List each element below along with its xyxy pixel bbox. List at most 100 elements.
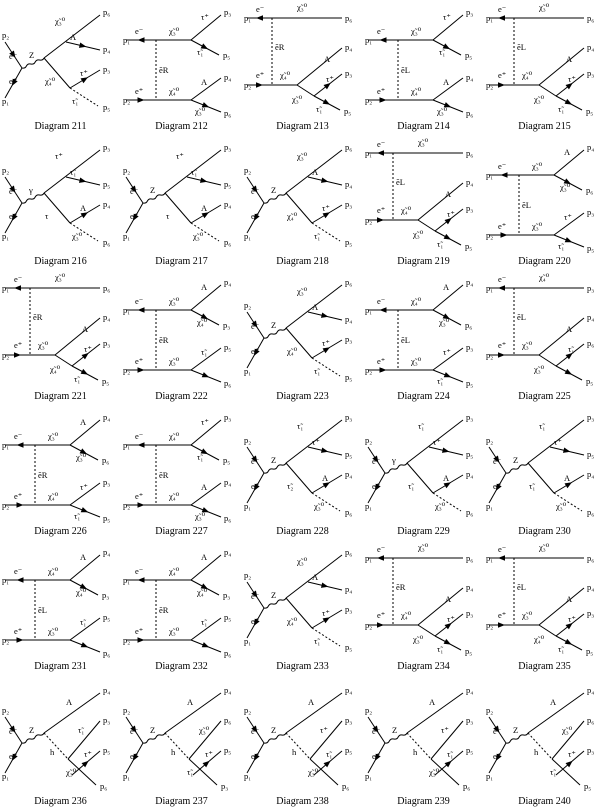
momentum-label: p₃: [587, 745, 594, 755]
momentum-label: p₆: [466, 507, 473, 517]
momentum-label: p₄: [345, 685, 352, 695]
arrow-head: [320, 312, 329, 318]
arrow-head: [565, 622, 573, 630]
internal-line: [417, 219, 436, 232]
momentum-label: p₂: [244, 570, 251, 580]
momentum-label: p₄: [345, 584, 352, 594]
arrow-head: [11, 753, 18, 762]
outgoing-line: [190, 347, 222, 371]
momentum-label: p₁: [365, 501, 372, 511]
momentum-label: p₆: [224, 108, 231, 118]
particle-label: A: [201, 552, 208, 562]
diagram-caption: Diagram 240: [518, 796, 571, 807]
particle-label: χ̃₃⁰: [168, 26, 180, 36]
arrow-head: [130, 185, 137, 193]
momentum-label: p₃: [221, 781, 228, 791]
particle-label: χ̃₃⁰: [192, 231, 204, 241]
outgoing-line: [190, 482, 222, 506]
arrow-head: [201, 507, 210, 513]
arrow-head: [202, 760, 210, 768]
particle-label: τ̃₁: [558, 644, 564, 654]
arrow-head: [200, 313, 209, 320]
momentum-label: p₁: [2, 283, 9, 293]
particle-label: ẽR: [396, 582, 406, 592]
arrow-head: [14, 285, 21, 291]
boson-propagator: [21, 192, 45, 204]
arrow-head: [441, 447, 450, 453]
diagram-caption: Diagram 215: [518, 121, 571, 132]
momentum-label: p₃: [587, 207, 594, 217]
arrow-head: [200, 583, 209, 590]
arrow-head: [201, 102, 210, 108]
particle-label: e⁻: [130, 726, 138, 736]
particle-label: τ⁺: [201, 12, 209, 22]
outgoing-line: [432, 14, 464, 41]
particle-label: χ̃₃⁰: [71, 231, 83, 241]
outgoing-line: [190, 617, 222, 641]
diagram-caption: Diagram 225: [518, 391, 571, 402]
outgoing-line-upper: [285, 149, 343, 194]
boson-propagator: [21, 57, 45, 69]
particle-label: χ̃₄⁰: [286, 616, 298, 626]
arrow-head: [78, 177, 87, 183]
particle-label: τ̃₁: [568, 344, 574, 354]
arrow-head: [562, 447, 571, 453]
particle-label: A: [82, 324, 89, 334]
particle-label: ẽR: [159, 335, 169, 345]
particle-label: e⁺: [493, 751, 501, 761]
outgoing-line-upper: [164, 149, 222, 194]
scalar-line: [190, 222, 220, 242]
particle-label: A: [308, 697, 315, 707]
particle-label: e⁺: [130, 211, 138, 221]
particle-label: τ⁺: [441, 725, 449, 735]
momentum-label: p₄: [466, 72, 473, 82]
particle-label: e⁻: [372, 726, 380, 736]
boson-propagator: [263, 732, 287, 744]
arrow-head: [201, 642, 210, 648]
particle-label: ẽR: [38, 470, 48, 480]
outgoing-line: [417, 182, 464, 221]
arrow-head: [137, 367, 145, 373]
boson-label: Z: [271, 725, 276, 735]
particle-label: e⁻: [130, 186, 138, 196]
boson-label: γ: [28, 185, 33, 195]
diagram-caption: Diagram 219: [397, 256, 450, 267]
arrow-head: [81, 352, 89, 360]
particle-label: e⁺: [372, 751, 380, 761]
arrow-head: [442, 313, 451, 320]
internal-line: [406, 462, 434, 494]
momentum-label: p₃: [466, 715, 473, 725]
arrow-head: [372, 725, 379, 733]
diagram-caption: Diagram 228: [276, 526, 329, 537]
particle-label: e⁺: [9, 751, 17, 761]
scalar-line: [311, 627, 341, 647]
arrow-head: [564, 368, 573, 375]
arrow-head: [9, 185, 16, 193]
diagram-caption: Diagram 234: [397, 661, 450, 672]
momentum-label: p₅: [586, 106, 593, 116]
momentum-label: p₄: [103, 412, 110, 422]
arrow-head: [320, 582, 329, 588]
momentum-label: p₁: [123, 575, 130, 585]
momentum-label: p₂: [2, 500, 9, 510]
outgoing-line-bottom: [430, 758, 460, 786]
momentum-label: p₆: [345, 277, 352, 287]
arrow-head: [81, 760, 89, 768]
momentum-label: p₄: [466, 582, 473, 592]
outgoing-line: [190, 77, 222, 101]
particle-label: χ̃₃⁰: [168, 626, 180, 636]
momentum-label: p₁: [2, 440, 9, 450]
outgoing-line-upper: [285, 554, 343, 599]
arrow-head: [14, 352, 21, 358]
particle-label: e⁻: [251, 726, 259, 736]
momentum-label: p₂: [365, 365, 372, 375]
particle-label: τ⁺: [554, 437, 562, 447]
momentum-label: p₂: [486, 350, 493, 360]
particle-label: τ̃₁: [201, 347, 207, 357]
